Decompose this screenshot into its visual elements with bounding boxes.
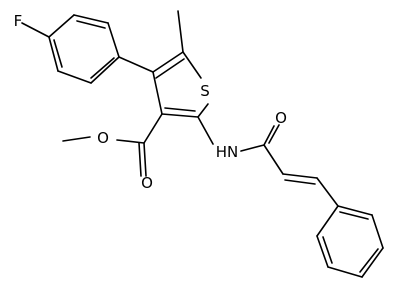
bond bbox=[90, 56, 120, 84]
bond bbox=[118, 56, 154, 73]
bond bbox=[339, 211, 369, 220]
bond bbox=[361, 247, 384, 278]
bond bbox=[48, 36, 59, 72]
amide-nh-label: HN bbox=[216, 143, 239, 161]
fluorine-label: F bbox=[14, 12, 23, 30]
sulfur-label: S bbox=[200, 82, 210, 100]
bond bbox=[197, 116, 214, 145]
bond bbox=[53, 39, 63, 68]
bond bbox=[182, 51, 202, 79]
phenyl-ring bbox=[316, 205, 384, 278]
bond bbox=[107, 22, 120, 58]
bond bbox=[73, 14, 109, 24]
bond bbox=[316, 235, 329, 268]
bond bbox=[116, 139, 145, 144]
bond bbox=[371, 214, 384, 249]
thiophene-ring bbox=[152, 51, 209, 118]
bond bbox=[263, 144, 284, 175]
fluorophenyl-ring bbox=[21, 14, 120, 84]
bond bbox=[282, 173, 318, 179]
bond bbox=[164, 107, 196, 112]
bond bbox=[138, 142, 142, 177]
bond bbox=[316, 177, 339, 207]
bond bbox=[143, 113, 163, 144]
bond bbox=[48, 14, 75, 38]
bond bbox=[155, 58, 185, 79]
bond bbox=[263, 125, 275, 146]
bond bbox=[143, 142, 147, 177]
bond bbox=[327, 266, 363, 278]
cinnamamide bbox=[197, 116, 339, 207]
bond bbox=[268, 124, 280, 144]
bond bbox=[284, 179, 316, 185]
bond bbox=[21, 22, 50, 38]
bond bbox=[76, 20, 106, 29]
bond bbox=[197, 103, 209, 118]
ester-carbonyl-oxygen-label: O bbox=[141, 174, 153, 192]
bond bbox=[322, 236, 333, 264]
methyl-bond bbox=[177, 10, 184, 53]
bond bbox=[62, 136, 91, 142]
bond bbox=[316, 205, 339, 237]
bond bbox=[90, 57, 115, 79]
bond bbox=[359, 248, 379, 273]
methyl-ester bbox=[62, 113, 163, 177]
amide-oxygen-label: O bbox=[275, 109, 287, 127]
ester-ether-oxygen-label: O bbox=[97, 129, 109, 147]
bond bbox=[337, 205, 373, 216]
bond bbox=[161, 113, 199, 118]
bond bbox=[152, 71, 163, 115]
bond bbox=[152, 51, 184, 73]
bond bbox=[240, 144, 265, 152]
bond bbox=[57, 70, 92, 84]
